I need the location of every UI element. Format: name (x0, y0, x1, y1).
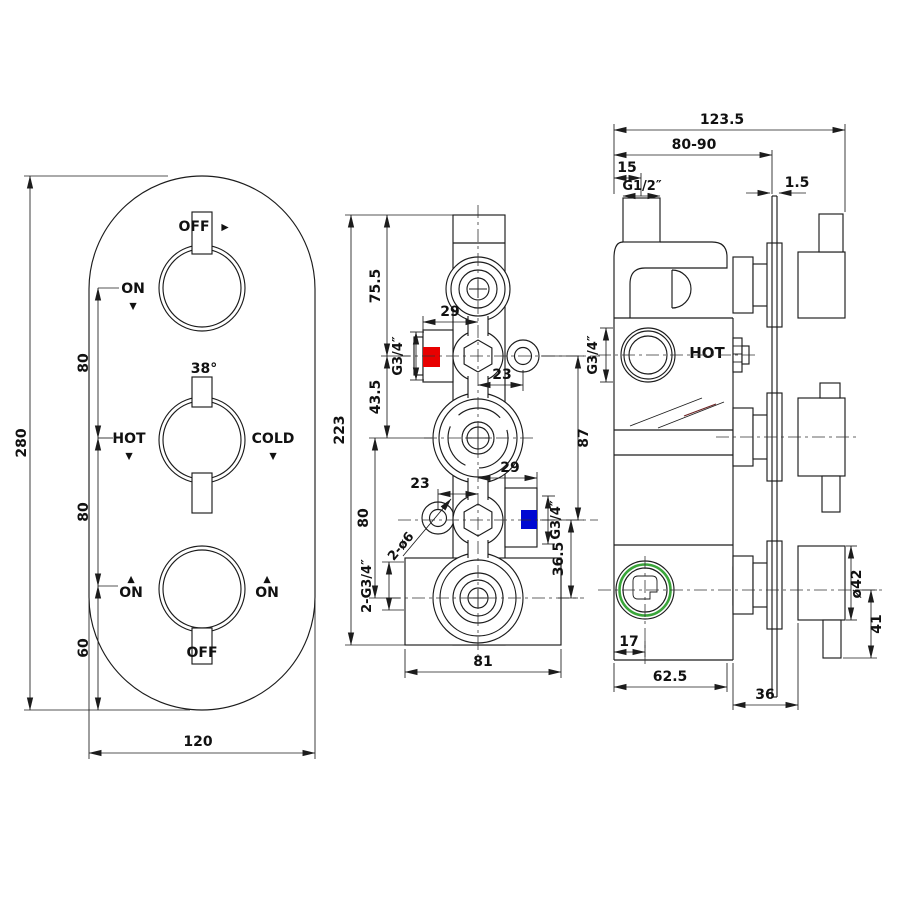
dim-body-width: 81 (473, 654, 492, 670)
handle-top-flange (766, 242, 783, 328)
front-dimension-lines (24, 175, 316, 759)
check-valve-detail (671, 269, 692, 309)
side-view: HOT (586, 112, 885, 710)
label-hot-inlet-thread: G3/4″ (391, 336, 406, 376)
dim-body-depth: 62.5 (653, 669, 688, 685)
handle-middle-lever (821, 475, 841, 513)
handle-bottom-lever (822, 619, 842, 659)
top-knob (158, 211, 246, 332)
port-keyway (632, 575, 658, 600)
dim-inlet-offset: 15 (617, 160, 636, 176)
wall-plate (771, 195, 778, 698)
front-view: OFF ▶ ON ▼ 38° HOT ▼ COLD ▼ ▲ ON ▲ ON OF… (14, 175, 316, 759)
inlet-elbow (629, 241, 728, 318)
temp-38-label: 38° (191, 361, 217, 377)
middle-knob-handle-top (191, 376, 213, 408)
handle-top-body (797, 251, 846, 319)
handle-top (732, 213, 846, 328)
hot-side-label: HOT (689, 344, 725, 362)
side-body-outline (613, 197, 734, 661)
cold-inlet-marker (521, 510, 537, 529)
cold-label: COLD (252, 431, 295, 447)
top-knob-on-label: ON (121, 281, 145, 297)
handle-top-knob (818, 213, 844, 253)
dim-hot-to-center: 43.5 (368, 380, 384, 415)
dim-center-to-outlet: 80 (356, 508, 372, 528)
handle-bottom (732, 540, 846, 659)
section-dimension-lines (345, 214, 584, 678)
dim-total-depth: 123.5 (700, 112, 744, 128)
dim-height: 280 (14, 428, 30, 457)
section-view: 223 75.5 43.5 80 29 23 87 29 36.5 23 2-ø… (332, 205, 600, 678)
dim-top-to-hot: 75.5 (368, 269, 384, 304)
hot-inlet-marker (423, 347, 440, 367)
up-arrow-icon: ▲ (263, 574, 271, 585)
bottom-on-right-label: ON (255, 585, 279, 601)
bottom-on-left-label: ON (119, 585, 143, 601)
dim-top-hole-offset: 23 (492, 367, 511, 383)
handle-bottom-flange (766, 540, 783, 630)
section-centerlines (388, 205, 600, 662)
bottom-knob-handle (191, 627, 213, 665)
dim-bottom-hole-offset: 23 (410, 476, 429, 492)
hot-label: HOT (112, 431, 146, 447)
middle-knob-handle-bottom (191, 472, 213, 514)
down-arrow-icon: ▼ (125, 451, 133, 462)
top-inlet-pipe (622, 197, 661, 243)
dim-cold-inlet-offset: 29 (500, 460, 519, 476)
dim-upper-span: 80 (76, 353, 92, 373)
middle-knob (158, 376, 246, 514)
dim-total-height: 223 (332, 415, 348, 444)
dim-width: 120 (183, 734, 212, 750)
dim-handle-clearance: 36 (755, 687, 774, 703)
label-cold-inlet-thread: G3/4″ (549, 500, 564, 540)
right-arrow-icon: ▶ (221, 222, 229, 233)
side-dimension-lines (600, 124, 877, 710)
dim-lower-span: 80 (76, 502, 92, 522)
chamfer-edge (683, 403, 717, 417)
up-arrow-icon: ▲ (127, 574, 135, 585)
handle-bottom-body (797, 545, 846, 621)
handle-middle (732, 382, 846, 513)
top-knob-off-label: OFF (178, 219, 209, 235)
dim-port-offset: 17 (619, 634, 638, 650)
dim-handle-diameter: ø42 (849, 569, 865, 598)
dim-wall-depth-range: 80-90 (672, 137, 717, 153)
label-outlet-threads: 2-G3/4″ (360, 559, 375, 613)
dim-plate-thickness: 1.5 (785, 175, 810, 191)
label-side-port-thread: G3/4″ (586, 335, 601, 375)
bottom-knob-off-label: OFF (186, 645, 217, 661)
dim-cold-to-outlet: 36.5 (551, 542, 567, 577)
label-top-inlet-thread: G1/2″ (622, 179, 662, 194)
top-knob-handle (191, 211, 213, 255)
dim-handle-length: 41 (869, 614, 885, 633)
mounting-hole-bottom (428, 508, 448, 528)
down-arrow-icon: ▼ (269, 451, 277, 462)
bottom-knob (158, 545, 246, 665)
down-arrow-icon: ▼ (129, 301, 137, 312)
dim-bottom-span: 60 (76, 638, 92, 658)
dim-inlet-span: 87 (576, 428, 592, 447)
dim-hot-inlet-offset: 29 (440, 304, 459, 320)
